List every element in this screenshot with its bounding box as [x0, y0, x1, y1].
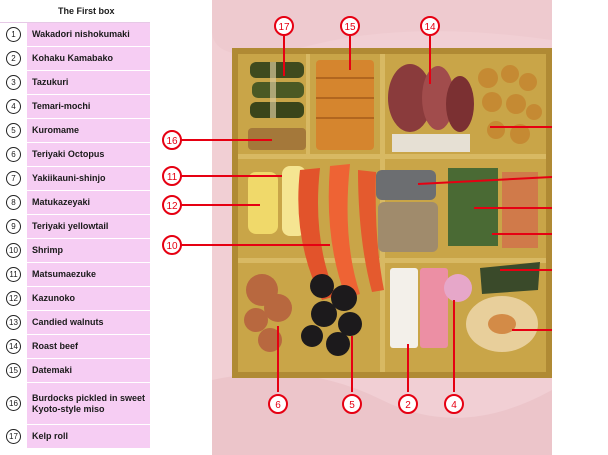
callout-markers: 17 15 14 13 9 8 7 3 1 6 5 2 4: [268, 16, 464, 414]
svg-text:5: 5: [349, 400, 355, 411]
svg-text:12: 12: [166, 201, 178, 212]
legend-number: 2: [6, 51, 21, 66]
shinjo-food: [502, 172, 538, 248]
legend-item-name: Wakadori nishokumaki: [27, 22, 150, 47]
legend-number: 14: [6, 339, 21, 354]
legend-number: 4: [6, 99, 21, 114]
callout-10: 10: [162, 235, 182, 255]
legend-row: 9 Teriyaki yellowtail: [0, 214, 150, 239]
legend-row: 14 Roast beef: [0, 334, 150, 359]
legend-number: 3: [6, 75, 21, 90]
legend-row: 5 Kuromame: [0, 118, 150, 143]
legend-item-name: Kazunoko: [27, 286, 150, 311]
legend-row: 10 Shrimp: [0, 238, 150, 263]
callout-12: 12: [162, 195, 182, 215]
legend-item-name: Kohaku Kamabako: [27, 46, 150, 71]
callout-6: 6: [268, 394, 288, 414]
svg-text:15: 15: [344, 22, 356, 33]
svg-text:6: 6: [275, 400, 281, 411]
shrimp-food: [298, 164, 384, 300]
legend-item-name: Datemaki: [27, 358, 150, 383]
kelp-roll-food: [250, 62, 304, 118]
legend-item-name: Roast beef: [27, 334, 150, 359]
legend-number: 13: [6, 315, 21, 330]
legend-title: The First box: [27, 0, 150, 23]
legend-row: 15 Datemaki: [0, 358, 150, 383]
legend-item-name: Candied walnuts: [27, 310, 150, 335]
teriyaki-octopus-food: [244, 274, 292, 352]
kuromame-food: [301, 274, 362, 356]
legend-header-row: The First box: [0, 0, 150, 23]
legend-item-name: Teriyaki yellowtail: [27, 214, 150, 239]
legend-row: 3 Tazukuri: [0, 70, 150, 95]
legend-number: 15: [6, 363, 21, 378]
legend-number: 7: [6, 171, 21, 186]
svg-text:16: 16: [166, 136, 178, 147]
legend-row: 8 Matukazeyaki: [0, 190, 150, 215]
legend-number: 12: [6, 291, 21, 306]
legend-item-name: Tazukuri: [27, 70, 150, 95]
legend-row: 16 Burdocks pickled in sweet Kyoto-style …: [0, 382, 150, 425]
legend-row: 6 Teriyaki Octopus: [0, 142, 150, 167]
legend-number: 11: [6, 267, 21, 282]
legend-number: 8: [6, 195, 21, 210]
legend-number: 17: [6, 429, 21, 444]
legend-number: 6: [6, 147, 21, 162]
burdock-food: [248, 128, 306, 150]
legend-item-name: Kuromame: [27, 118, 150, 143]
callout-16: 16: [162, 130, 182, 150]
osechi-box-photo: 17 15 14 13 9 8 7 3 1 6 5 2 4: [212, 0, 552, 455]
legend-row: 1 Wakadori nishokumaki: [0, 22, 150, 47]
legend-row: 13 Candied walnuts: [0, 310, 150, 335]
legend-number: 5: [6, 123, 21, 138]
kamaboko-food: [390, 268, 448, 348]
legend-item-name: Kelp roll: [27, 424, 150, 449]
legend-number: 9: [6, 219, 21, 234]
yellowtail-food: [376, 170, 438, 252]
callout-5: 5: [342, 394, 362, 414]
legend-item-name: Matukazeyaki: [27, 190, 150, 215]
legend-item-name: Yakiikauni-shinjo: [27, 166, 150, 191]
callout-14: 14: [420, 16, 440, 36]
callout-2: 2: [398, 394, 418, 414]
legend-row: 11 Matsumaezuke: [0, 262, 150, 287]
callout-11: 11: [162, 166, 182, 186]
callout-4: 4: [444, 394, 464, 414]
legend-item-name: Shrimp: [27, 238, 150, 263]
legend-item-name: Temari-mochi: [27, 94, 150, 119]
callout-17: 17: [274, 16, 294, 36]
legend-row: 4 Temari-mochi: [0, 94, 150, 119]
legend-item-name: Teriyaki Octopus: [27, 142, 150, 167]
temari-mochi-food: [444, 274, 472, 302]
legend-row: 7 Yakiikauni-shinjo: [0, 166, 150, 191]
legend-number: 1: [6, 27, 21, 42]
svg-text:4: 4: [451, 400, 457, 411]
legend-row: 17 Kelp roll: [0, 424, 150, 449]
legend-item-name: Burdocks pickled in sweet Kyoto-style mi…: [27, 382, 150, 425]
svg-text:2: 2: [405, 400, 411, 411]
svg-text:11: 11: [167, 172, 178, 183]
svg-text:17: 17: [278, 22, 290, 33]
left-callouts: 16 11 12 10: [162, 130, 220, 255]
legend-row: 12 Kazunoko: [0, 286, 150, 311]
legend-number: 10: [6, 243, 21, 258]
legend-table: The First box 1 Wakadori nishokumaki 2 Koha…: [0, 0, 150, 449]
svg-text:14: 14: [424, 22, 436, 33]
datemaki-food: [316, 60, 374, 150]
candied-walnuts-food: [478, 65, 542, 144]
legend-number: 16: [6, 396, 21, 411]
svg-text:10: 10: [166, 241, 178, 252]
legend-item-name: Matsumaezuke: [27, 262, 150, 287]
callout-15: 15: [340, 16, 360, 36]
legend-row: 2 Kohaku Kamabako: [0, 46, 150, 71]
callout-lines: [212, 36, 552, 392]
